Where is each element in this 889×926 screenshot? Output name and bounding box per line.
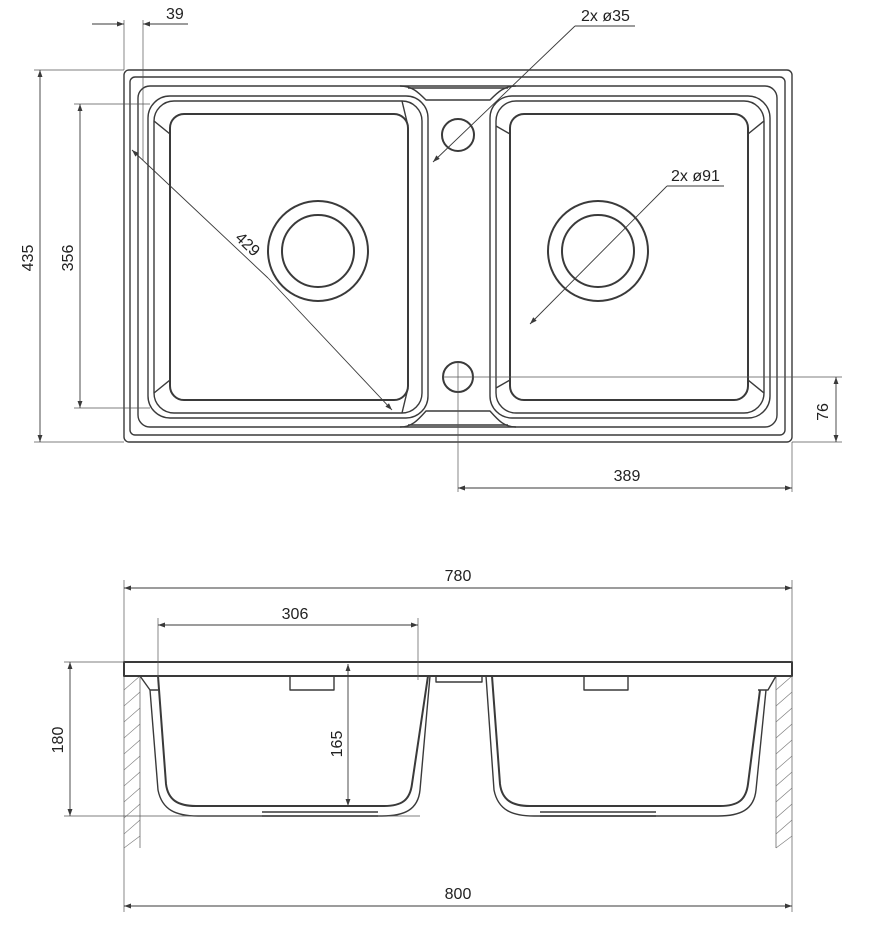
dim-inner-width: 780 xyxy=(445,568,472,585)
left-bowl-profile xyxy=(157,675,429,807)
left-overflow xyxy=(289,676,335,691)
sink-rim-inner-edge xyxy=(129,76,786,436)
dim-tap-hole: 2x ø35 xyxy=(581,8,630,25)
sink-rim-channel xyxy=(137,85,778,428)
right-drain-outer xyxy=(547,200,649,302)
left-drain-outer xyxy=(267,200,369,302)
right-bowl-profile xyxy=(491,675,761,807)
right-drain-inner xyxy=(561,214,635,288)
dim-overflow-to-edge: 389 xyxy=(614,468,641,485)
dim-bowl-diagonal: 429 xyxy=(232,229,263,260)
dim-overall-depth: 435 xyxy=(20,245,37,272)
right-bowl xyxy=(489,95,771,419)
top-view: 39 435 356 429 2x ø35 2x ø91 76 xyxy=(20,6,842,492)
dim-total-height: 180 xyxy=(50,727,67,754)
dim-overflow-offset: 76 xyxy=(815,403,832,421)
left-drain-inner xyxy=(281,214,355,288)
dim-edge-offset: 39 xyxy=(166,6,184,23)
dim-bowl-width: 306 xyxy=(282,606,309,623)
dim-bowl-height: 165 xyxy=(329,731,346,758)
sink-rim-profile xyxy=(123,661,793,677)
dim-drain: 2x ø91 xyxy=(671,168,720,185)
left-bowl xyxy=(147,95,429,419)
side-view: 780 306 165 180 800 xyxy=(50,568,793,912)
tap-hole xyxy=(441,118,475,152)
right-overflow xyxy=(583,676,629,691)
dim-bowl-depth: 356 xyxy=(60,245,77,272)
worktop-hatch-left xyxy=(123,675,141,849)
dim-overall-width: 800 xyxy=(445,886,472,903)
worktop-hatch-right xyxy=(775,675,793,849)
